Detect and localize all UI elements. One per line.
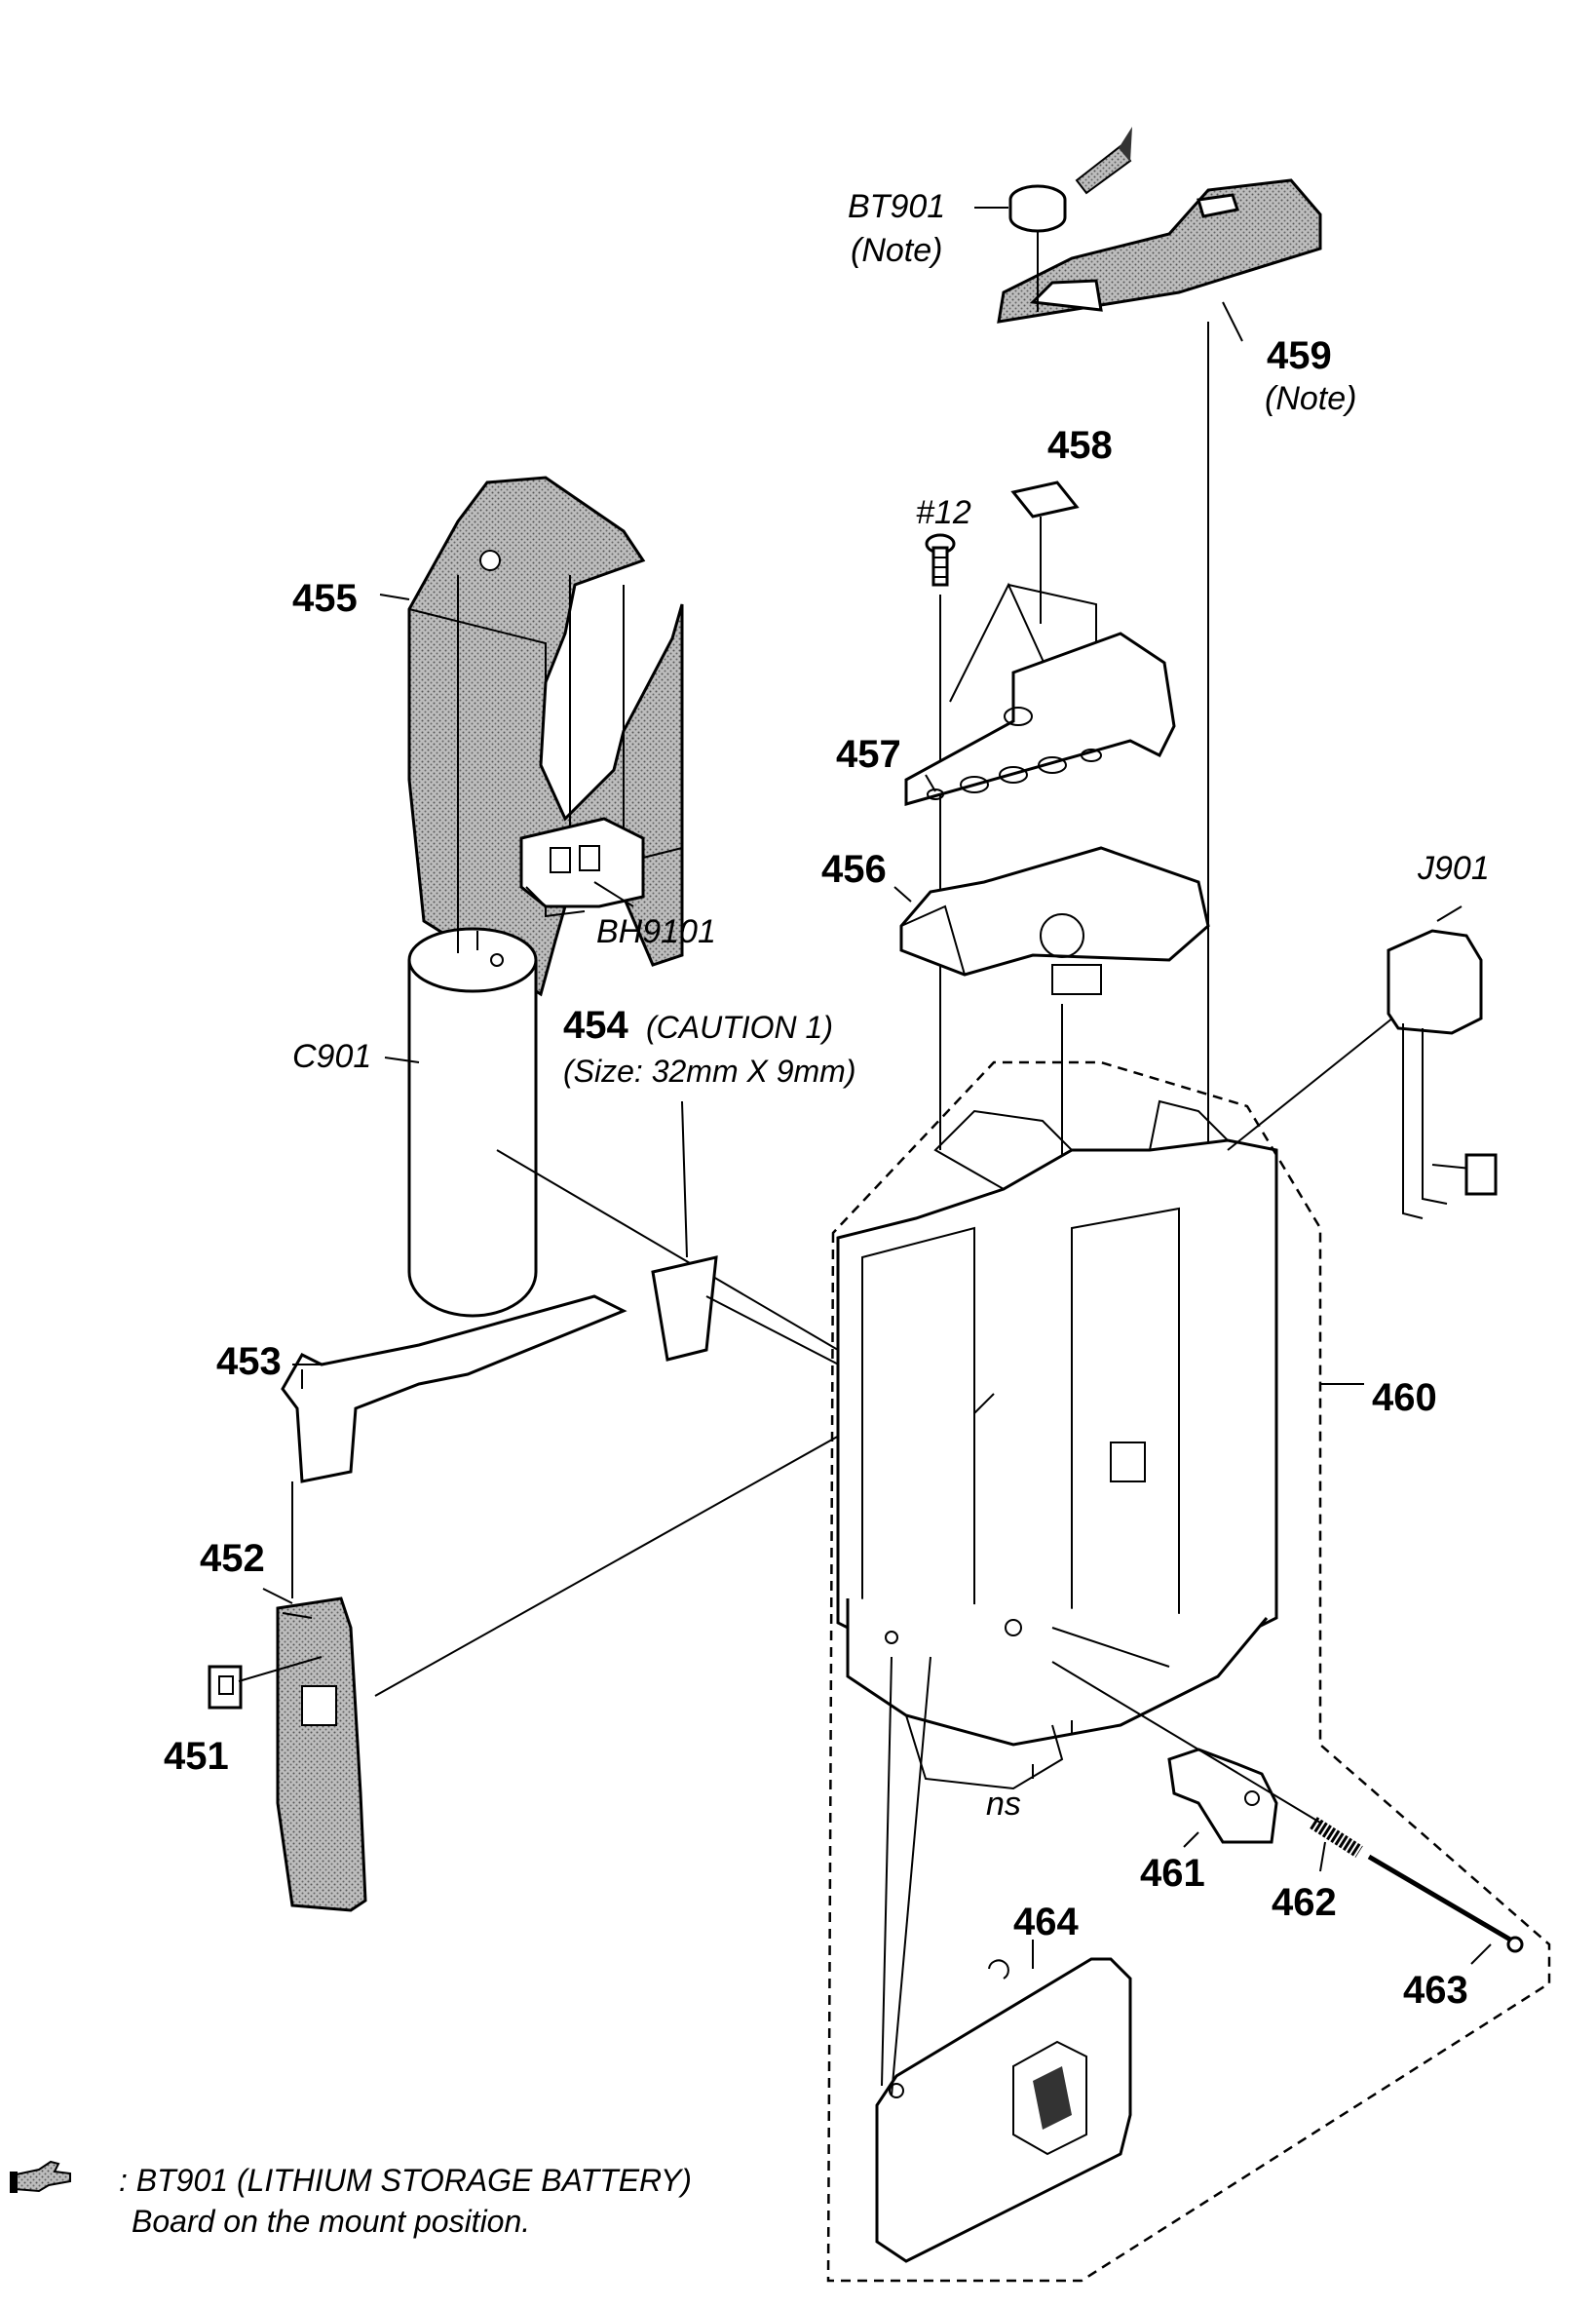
part-bh9101-connector xyxy=(519,817,683,918)
footnote-line2: Board on the mount position. xyxy=(132,2204,530,2239)
label-462: 462 xyxy=(1272,1881,1337,1924)
label-454: 454 xyxy=(563,1004,628,1047)
footnote-line1: : BT901 (LITHIUM STORAGE BATTERY) xyxy=(119,2163,692,2198)
part-456-bracket xyxy=(899,846,1210,995)
part-c901-capacitor xyxy=(407,927,538,1318)
part-463-pin xyxy=(1367,1854,1524,1953)
part-bt901-battery xyxy=(1008,184,1067,233)
part-454-tape xyxy=(651,1255,718,1362)
part-451-small xyxy=(208,1665,243,1710)
label-452: 452 xyxy=(200,1537,265,1580)
part-457-plate xyxy=(904,632,1176,806)
label-458: 458 xyxy=(1047,424,1113,467)
part-462-spring xyxy=(1310,1817,1363,1858)
label-456: 456 xyxy=(821,848,887,891)
label-j901: J901 xyxy=(1417,850,1490,887)
label-454-caution: (CAUTION 1) xyxy=(646,1010,833,1045)
label-c901: C901 xyxy=(292,1038,371,1075)
label-461: 461 xyxy=(1140,1852,1205,1895)
label-453: 453 xyxy=(216,1340,282,1383)
label-459-note: (Note) xyxy=(1265,380,1356,417)
part-460-chassis xyxy=(836,1099,1278,1790)
label-455: 455 xyxy=(292,577,358,620)
label-460: 460 xyxy=(1372,1376,1437,1419)
label-451: 451 xyxy=(164,1735,229,1778)
label-bt901-note: (Note) xyxy=(851,232,942,269)
part-461-clip xyxy=(1167,1748,1278,1844)
label-454-size: (Size: 32mm X 9mm) xyxy=(563,1054,855,1089)
label-screw-12: #12 xyxy=(916,494,971,531)
part-458 xyxy=(1010,481,1080,519)
label-457: 457 xyxy=(836,733,901,776)
part-453-flex-cable xyxy=(281,1294,627,1483)
part-j901-connector xyxy=(1387,905,1498,1219)
part-459-board xyxy=(997,178,1322,324)
label-459: 459 xyxy=(1267,334,1332,377)
hatched-marker-icon xyxy=(1075,127,1132,195)
label-bt901: BT901 xyxy=(848,188,945,225)
label-ns: ns xyxy=(986,1786,1021,1823)
part-452-board xyxy=(276,1481,367,1912)
part-screw-12 xyxy=(925,533,956,587)
part-464-door xyxy=(875,1957,1132,2263)
label-463: 463 xyxy=(1403,1969,1468,2012)
label-bh9101: BH9101 xyxy=(596,913,716,950)
label-464: 464 xyxy=(1013,1901,1079,1943)
pointing-hand-icon xyxy=(10,2160,71,2193)
